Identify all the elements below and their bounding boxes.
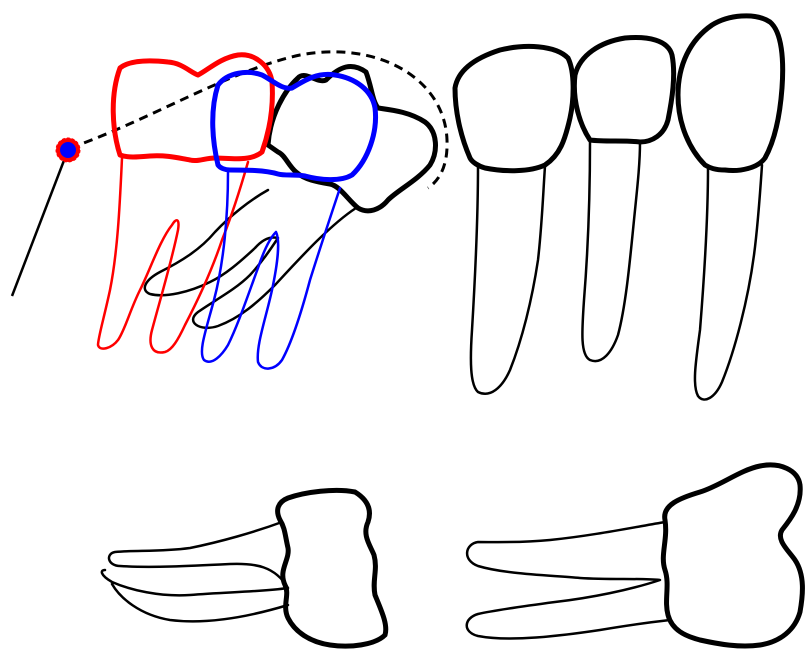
upright-tooth-2-root: [582, 142, 640, 361]
pivot-point: [60, 142, 76, 158]
pivot-lever-line: [12, 150, 68, 296]
horizontal-left-crown: [278, 490, 386, 646]
upright-tooth-1-root: [471, 166, 545, 394]
horizontal-left-roots: [102, 522, 288, 621]
horizontal-right-roots: [467, 522, 670, 638]
horizontal-left: [102, 490, 386, 646]
tooth-black-roots: [145, 190, 356, 328]
upright-tooth-2: [574, 38, 673, 362]
horizontal-right: [467, 465, 803, 646]
horizontal-right-crown: [663, 465, 802, 646]
upright-tooth-3-crown: [678, 16, 783, 171]
tooth-black-tilted: [145, 66, 436, 327]
upright-tooth-1-crown: [455, 46, 573, 170]
upright-tooth-3-root: [695, 165, 762, 400]
upright-tooth-3: [678, 16, 783, 400]
rotation-sequence: [12, 52, 447, 369]
upright-tooth-1: [455, 46, 573, 393]
tooth-blue-crown: [213, 72, 376, 179]
upright-tooth-2-crown: [574, 38, 673, 142]
upright-row: [455, 16, 783, 400]
tooth-blue-roots: [202, 172, 340, 369]
